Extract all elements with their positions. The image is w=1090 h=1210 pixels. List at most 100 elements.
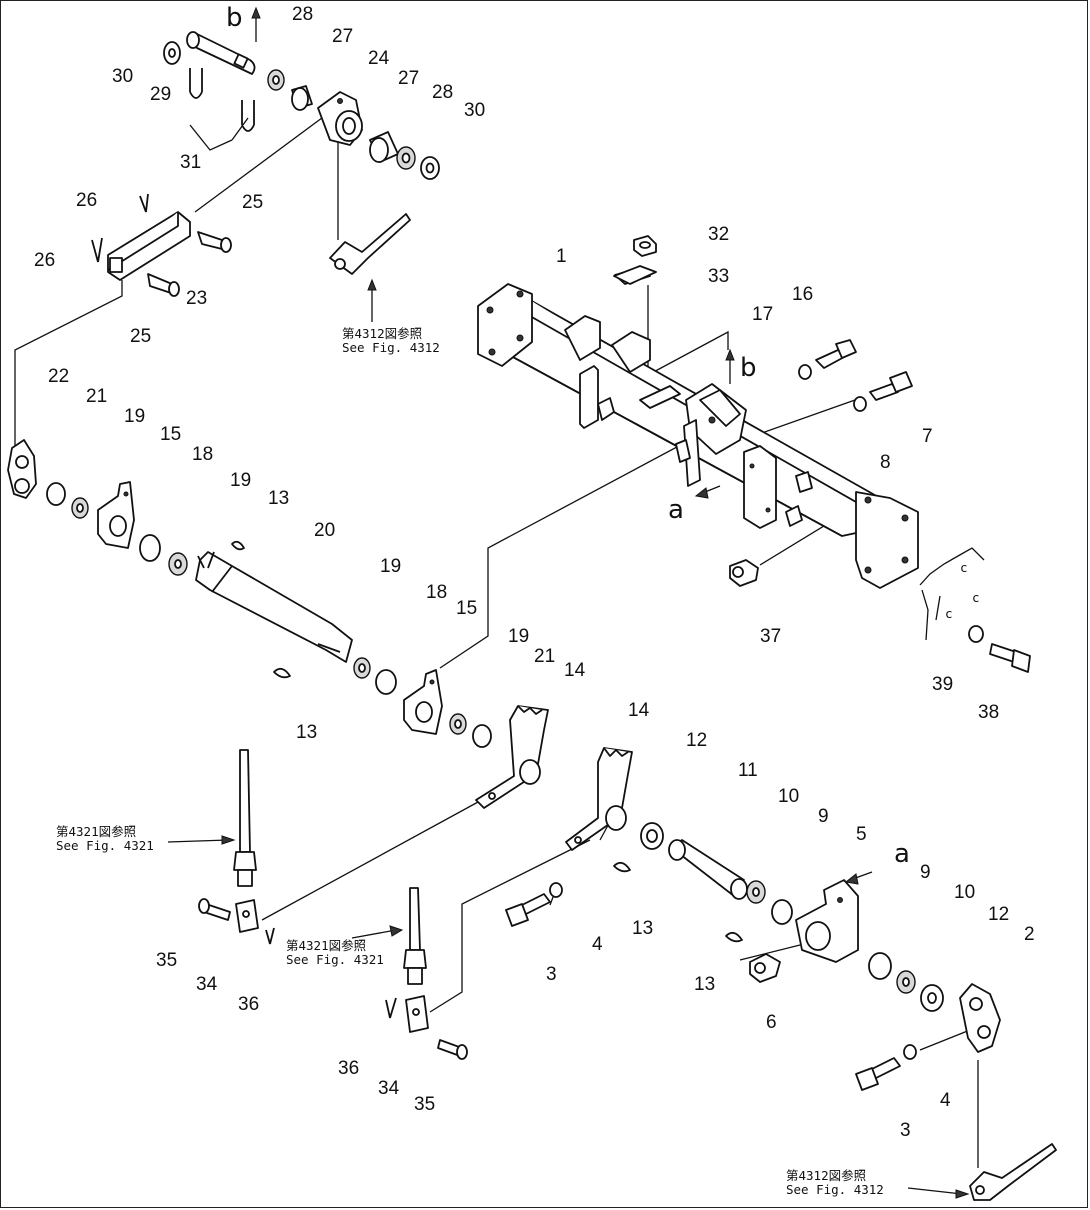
- part-number-label: 2: [1024, 924, 1035, 945]
- bushing-9-a: [771, 899, 793, 925]
- part-number-label: 9: [818, 806, 829, 827]
- figure-reference-jp: 第4321図参照: [286, 938, 366, 953]
- figure-reference-en: See Fig. 4312: [786, 1182, 884, 1197]
- sector-lever-14-b: [565, 747, 633, 851]
- part-number-label: 12: [988, 904, 1009, 925]
- part-number-label: 28: [292, 4, 313, 25]
- washer-21-a: [46, 482, 66, 506]
- part-number-label: 26: [34, 250, 55, 271]
- part-number-label: 32: [708, 224, 729, 245]
- u-bolt-31: [189, 68, 203, 99]
- frame-tube: [491, 299, 881, 537]
- part-number-label: 3: [900, 1120, 911, 1141]
- leader-lines: [14, 111, 979, 1168]
- part-number-label: 3: [546, 964, 557, 985]
- part-number-label: 31: [180, 152, 201, 173]
- part-number-label: 24: [368, 48, 390, 69]
- part-number-label: 10: [954, 882, 975, 903]
- part-number-label: 17: [752, 304, 773, 325]
- part-number-label: 4: [592, 934, 603, 955]
- figure-reference-en: See Fig. 4321: [286, 952, 384, 967]
- part-number-label: 6: [766, 1012, 777, 1033]
- part-number-label: 34: [378, 1078, 400, 1099]
- part-number-label: 27: [332, 26, 353, 47]
- cotter-36-b: [385, 997, 397, 1019]
- part-number-label: 19: [380, 556, 401, 577]
- part-number-label: a: [668, 495, 684, 525]
- part-number-label: 34: [196, 974, 218, 995]
- part-number-label: 39: [932, 674, 953, 695]
- washer-39: [968, 625, 984, 643]
- part-number-label: 33: [708, 266, 729, 287]
- bracket-5: [795, 879, 859, 963]
- part-number-label: b: [740, 353, 757, 383]
- part-number-label: 13: [296, 722, 317, 743]
- part-number-label: 35: [156, 950, 177, 971]
- part-number-label: 30: [464, 100, 485, 121]
- cotter-36-a: [265, 927, 275, 945]
- part-number-label: 30: [112, 66, 133, 87]
- lever-2: [959, 983, 1001, 1053]
- part-number-label: 4: [940, 1090, 951, 1111]
- bushing-18-a: [139, 534, 161, 562]
- figure-reference-jp: 第4321図参照: [56, 824, 136, 839]
- rod-middle: [409, 887, 421, 951]
- frame-left-flange: [477, 283, 533, 367]
- washer-4-a: [549, 882, 563, 898]
- part-number-label: 8: [880, 452, 891, 473]
- part-number-label: 19: [230, 470, 251, 491]
- part-number-label: 36: [338, 1058, 359, 1079]
- lever-23-assembly: [91, 193, 232, 297]
- part-number-label: 1: [556, 246, 567, 267]
- figure-reference-en: See Fig. 4321: [56, 838, 154, 853]
- part-number-label: 11: [738, 760, 758, 781]
- part-number-label: 14: [628, 700, 650, 721]
- part-number-label: 25: [242, 192, 263, 213]
- part-number-label: 18: [192, 444, 213, 465]
- pin-29: [191, 32, 256, 75]
- shaft-20: [195, 551, 353, 663]
- part-number-label: 23: [186, 288, 207, 309]
- yoke-rod-lower: [969, 1143, 1057, 1201]
- part-number-label: 13: [694, 974, 715, 995]
- top-shaft-assembly: [163, 31, 440, 275]
- part-number-label: 26: [76, 190, 97, 211]
- yoke-rod-upper: [329, 213, 411, 275]
- part-number-label: a: [894, 839, 910, 869]
- right-shaft-group: [505, 822, 1057, 1201]
- part-number-label: 15: [456, 598, 477, 619]
- main-frame-1: c c c: [251, 6, 1031, 885]
- svg-text:c: c: [960, 560, 968, 575]
- figure-reference-en: See Fig. 4312: [342, 340, 440, 355]
- part-number-label: 22: [48, 366, 69, 387]
- part-number-label: 13: [268, 488, 289, 509]
- part-number-label: 36: [238, 994, 259, 1015]
- rod-left: [239, 749, 251, 853]
- plate-33: [613, 265, 657, 285]
- part-number-label: 20: [314, 520, 335, 541]
- frame-right-flange: [855, 491, 919, 589]
- part-number-label: 13: [632, 918, 653, 939]
- bushing-18-b: [375, 669, 397, 695]
- figure-reference-jp: 第4312図参照: [786, 1168, 866, 1183]
- part-number-label: 12: [686, 730, 707, 751]
- part-number-label: 7: [922, 426, 933, 447]
- washer-8: [853, 396, 867, 412]
- sector-lever-group: [475, 705, 633, 851]
- clevis-group: [167, 278, 970, 1199]
- cotter-pin-26-b: [91, 237, 103, 263]
- part-number-label: 21: [534, 646, 555, 667]
- part-number-label: 10: [778, 786, 799, 807]
- part-number-label: 16: [792, 284, 813, 305]
- part-number-label: 19: [508, 626, 529, 647]
- svg-text:c: c: [972, 590, 980, 605]
- part-number-label: 14: [564, 660, 586, 681]
- washer-17: [798, 364, 812, 380]
- washer-21-b: [472, 724, 492, 748]
- key-13-b: [273, 667, 291, 679]
- part-number-label: 19: [124, 406, 145, 427]
- part-number-label: 37: [760, 626, 781, 647]
- part-number-label: 35: [414, 1094, 435, 1115]
- part-number-label: 21: [86, 386, 107, 407]
